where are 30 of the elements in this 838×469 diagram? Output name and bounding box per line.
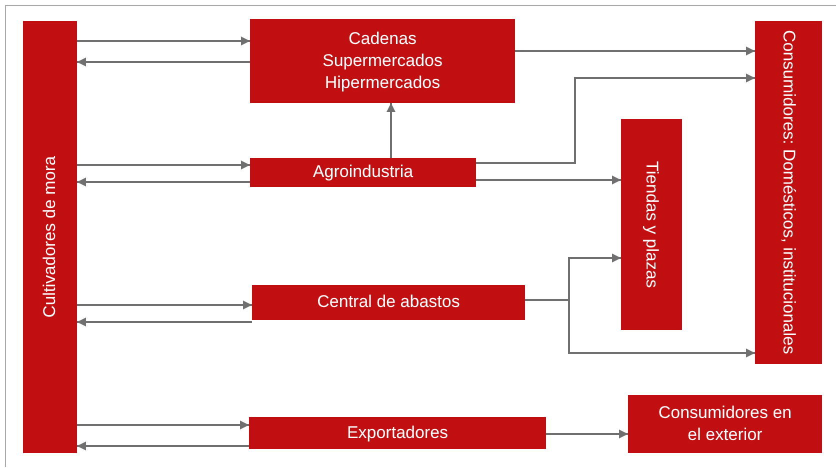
process-box	[252, 285, 525, 320]
process-box	[755, 21, 822, 364]
arrow	[77, 318, 252, 326]
box-label: Cultivadores de mora	[38, 156, 60, 318]
box-label: Exportadores	[346, 422, 448, 444]
process-box	[628, 395, 822, 453]
arrow	[525, 299, 755, 358]
process-box	[621, 119, 682, 330]
box-label: Consumidores en el exterior	[657, 402, 793, 446]
arrow	[476, 176, 621, 184]
box-label: Tiendas y plazas	[642, 161, 663, 288]
arrow	[77, 420, 249, 430]
process-box	[23, 21, 77, 453]
process-box	[249, 417, 546, 449]
box-label: Central de abastos	[317, 291, 460, 314]
box-label: Agroindustria	[312, 161, 414, 184]
arrow	[515, 46, 755, 56]
box-label: Cadenas Supermercados Hipermercados	[321, 28, 444, 94]
arrow	[77, 58, 250, 66]
process-box	[250, 19, 515, 103]
arrow	[77, 442, 249, 450]
arrow	[77, 178, 250, 186]
arrow	[476, 74, 755, 164]
arrow	[386, 103, 396, 158]
box-label: Consumidores: Domésticos, institucionales	[778, 30, 800, 355]
arrow	[77, 300, 252, 310]
arrow	[546, 430, 628, 438]
arrow	[77, 160, 250, 170]
process-box	[250, 158, 476, 187]
arrow	[77, 36, 250, 46]
